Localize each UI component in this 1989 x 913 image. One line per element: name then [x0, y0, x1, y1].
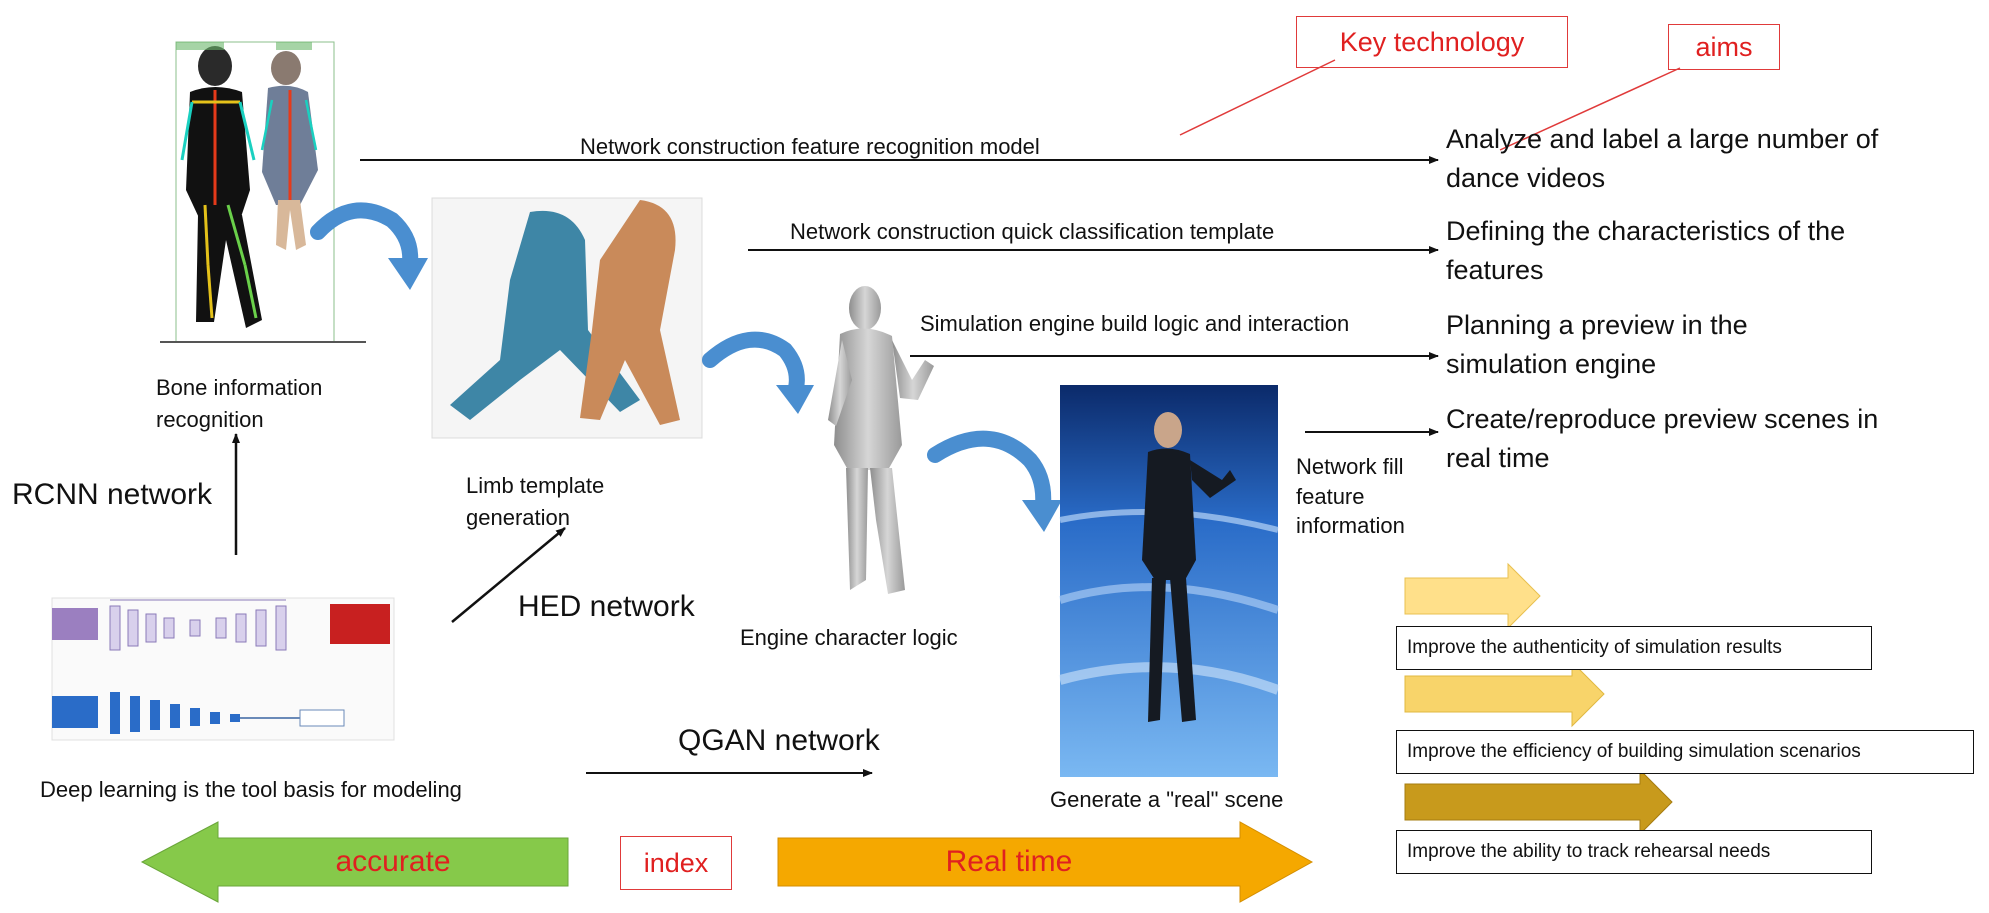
real-time-arrow [777, 821, 1314, 903]
aim-create-label: Create/reproduce preview scenes in real … [1446, 400, 1926, 478]
hed-network-label: HED network [518, 590, 695, 623]
key-technology-label: Key technology [1296, 16, 1568, 68]
accurate-text: accurate [335, 845, 451, 878]
curve-arrow-3 [927, 430, 1052, 513]
aim-define-text: Defining the characteristics of the feat… [1446, 216, 1846, 286]
curve-arrow-2 [702, 331, 805, 396]
deep-learning-network-image [51, 597, 395, 741]
rcnn-network-label: RCNN network [12, 478, 213, 511]
benefit-authenticity: Improve the authenticity of simulation r… [1396, 626, 1872, 670]
benefit-arrow-1 [1404, 562, 1541, 630]
real-scene-label: Generate a "real" scene [1050, 787, 1284, 812]
benefit-efficiency: Improve the efficiency of building simul… [1396, 730, 1974, 774]
bone-recognition-label: Bone information recognition [156, 372, 396, 436]
edge-label-fill-feature-text: Network fill feature information [1296, 454, 1405, 539]
edge-label-feature-recognition: Network construction feature recognition… [580, 134, 1040, 159]
aim-analyze-label: Analyze and label a large number of danc… [1446, 120, 1926, 198]
benefit-track-needs: Improve the ability to track rehearsal n… [1396, 830, 1872, 874]
real-scene-image [1058, 385, 1280, 777]
bone-recognition-text: Bone information recognition [156, 375, 323, 432]
aim-planning-text: Planning a preview in the simulation eng… [1446, 310, 1748, 380]
limb-template-image [431, 197, 703, 439]
qgan-network-label: QGAN network [678, 724, 880, 757]
deep-learning-label: Deep learning is the tool basis for mode… [40, 777, 462, 802]
limb-template-text: Limb template generation [466, 473, 605, 530]
aim-create-text: Create/reproduce preview scenes in real … [1446, 404, 1879, 474]
engine-logic-label: Engine character logic [740, 625, 958, 650]
benefit-arrow-3 [1404, 768, 1673, 836]
aim-define-label: Defining the characteristics of the feat… [1446, 212, 1906, 290]
aim-analyze-text: Analyze and label a large number of danc… [1446, 124, 1879, 194]
aims-label: aims [1668, 24, 1780, 70]
edge-label-fill-feature: Network fill feature information [1296, 452, 1436, 541]
hed-arrow [451, 527, 566, 623]
real-time-text: Real time [945, 845, 1073, 878]
benefit-arrow-2 [1404, 660, 1605, 728]
curve-arrow-1 [310, 202, 419, 270]
limb-template-label: Limb template generation [466, 470, 666, 534]
aims-pointer [1499, 67, 1681, 151]
engine-character-image [828, 286, 934, 594]
edge-label-quick-classification: Network construction quick classificatio… [790, 219, 1275, 244]
aim-planning-label: Planning a preview in the simulation eng… [1446, 306, 1826, 384]
index-label: index [620, 836, 732, 890]
key-technology-pointer [1179, 59, 1336, 136]
edge-label-simulation-engine: Simulation engine build logic and intera… [920, 311, 1350, 336]
accurate-arrow [140, 821, 569, 903]
bone-skeleton-image [160, 41, 366, 343]
